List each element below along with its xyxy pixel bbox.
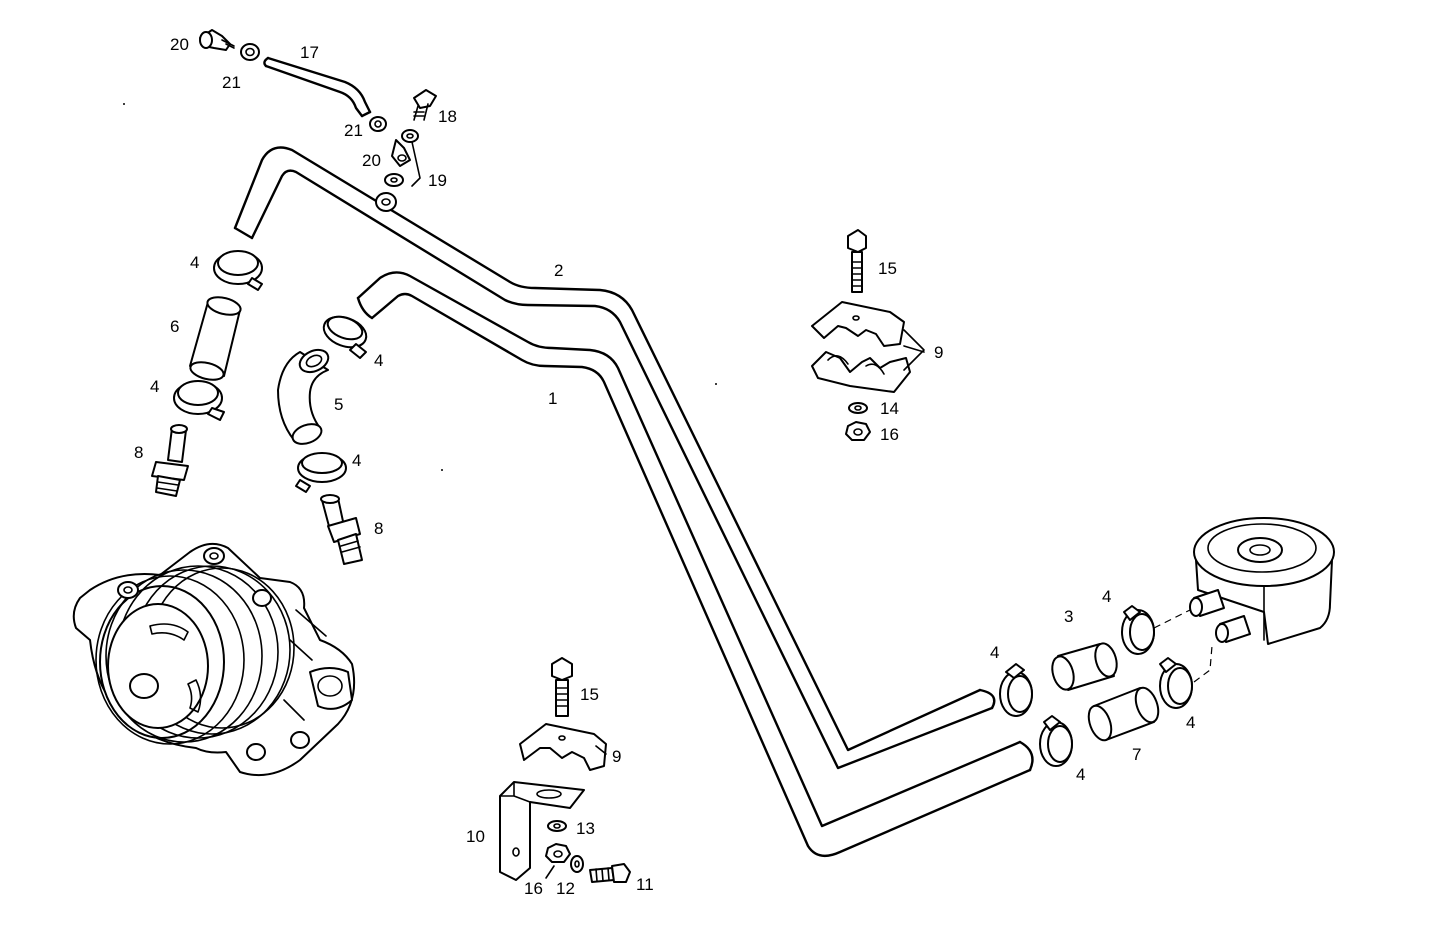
clip-21-mid (369, 116, 387, 132)
nipple-8-b (320, 494, 363, 565)
callout-3: 3 (1064, 607, 1073, 626)
clamp-4-c (322, 315, 368, 359)
banjo-on-pipe (375, 192, 397, 212)
callout-4: 4 (990, 643, 999, 662)
callout-18: 18 (438, 107, 457, 126)
water-pump (72, 542, 356, 777)
fitting-20-top (199, 29, 235, 51)
oil-cooler (1189, 517, 1335, 645)
callout-11: 11 (636, 875, 654, 894)
callout-17: 17 (300, 43, 319, 62)
washer-19 (384, 129, 421, 187)
callout-8: 8 (134, 443, 143, 462)
callout-2: 2 (554, 261, 563, 280)
callout-21: 21 (222, 73, 241, 92)
callout-15: 15 (580, 685, 599, 704)
clip-21-top (240, 43, 260, 61)
bolt-15-upper (847, 229, 867, 293)
callout-4: 4 (190, 253, 199, 272)
callout-4: 4 (374, 351, 383, 370)
pipe-1 (356, 271, 1034, 858)
clamp-4-e (999, 663, 1033, 717)
clamp-4-d (295, 452, 347, 493)
washer-13 (547, 820, 567, 832)
clamp-4-h (1159, 657, 1193, 709)
callout-4: 4 (352, 451, 361, 470)
elbow-hose-5 (277, 348, 330, 445)
bolt-11 (589, 863, 631, 883)
banjo-bolt-18 (413, 89, 437, 121)
callout-16: 16 (524, 879, 543, 898)
bracket-10 (499, 781, 585, 881)
callout-8: 8 (374, 519, 383, 538)
washer-12 (570, 855, 584, 873)
fitting-20-mid (391, 139, 411, 167)
callout-9: 9 (934, 343, 943, 362)
callout-4: 4 (1102, 587, 1111, 606)
callout-12: 12 (556, 879, 575, 898)
nut-16-upper (845, 421, 871, 441)
hose-7 (1087, 686, 1160, 742)
pipe-clamp-9-upper (811, 301, 925, 393)
callout-20: 20 (362, 151, 381, 170)
callout-20: 20 (170, 35, 189, 54)
callout-9: 9 (612, 747, 621, 766)
leader-lines (225, 43, 925, 755)
pipe-2 (233, 146, 996, 770)
clamp-4-b (173, 380, 225, 421)
hose-3 (1051, 642, 1118, 691)
callout-6: 6 (170, 317, 179, 336)
nut-16-lower (545, 843, 571, 879)
callout-7: 7 (1132, 745, 1141, 764)
callout-5: 5 (334, 395, 343, 414)
callout-13: 13 (576, 819, 595, 838)
washer-14 (848, 402, 868, 414)
callout-4: 4 (1076, 765, 1085, 784)
callout-14: 14 (880, 399, 899, 418)
connection-line-upper (1153, 609, 1191, 629)
callout-4: 4 (1186, 713, 1195, 732)
clamp-4-f (1121, 605, 1155, 655)
nipple-8-a (151, 424, 189, 497)
callout-1: 1 (548, 389, 557, 408)
hose-17 (263, 56, 372, 118)
callout-21: 21 (344, 121, 363, 140)
callout-16: 16 (880, 425, 899, 444)
callout-4: 4 (150, 377, 159, 396)
callout-labels: 1 2 3 4 4 4 4 4 4 4 4 5 6 7 8 8 9 9 10 1… (134, 35, 1195, 898)
callout-19: 19 (428, 171, 447, 190)
callout-10: 10 (466, 827, 485, 846)
callout-15: 15 (878, 259, 897, 278)
hose-6 (189, 296, 242, 381)
connection-line-lower (1193, 645, 1213, 683)
bolt-15-lower (551, 657, 573, 717)
clamp-4-a (213, 250, 263, 291)
clamp-4-g (1039, 715, 1073, 767)
pipe-clamp-9-lower (519, 723, 607, 771)
